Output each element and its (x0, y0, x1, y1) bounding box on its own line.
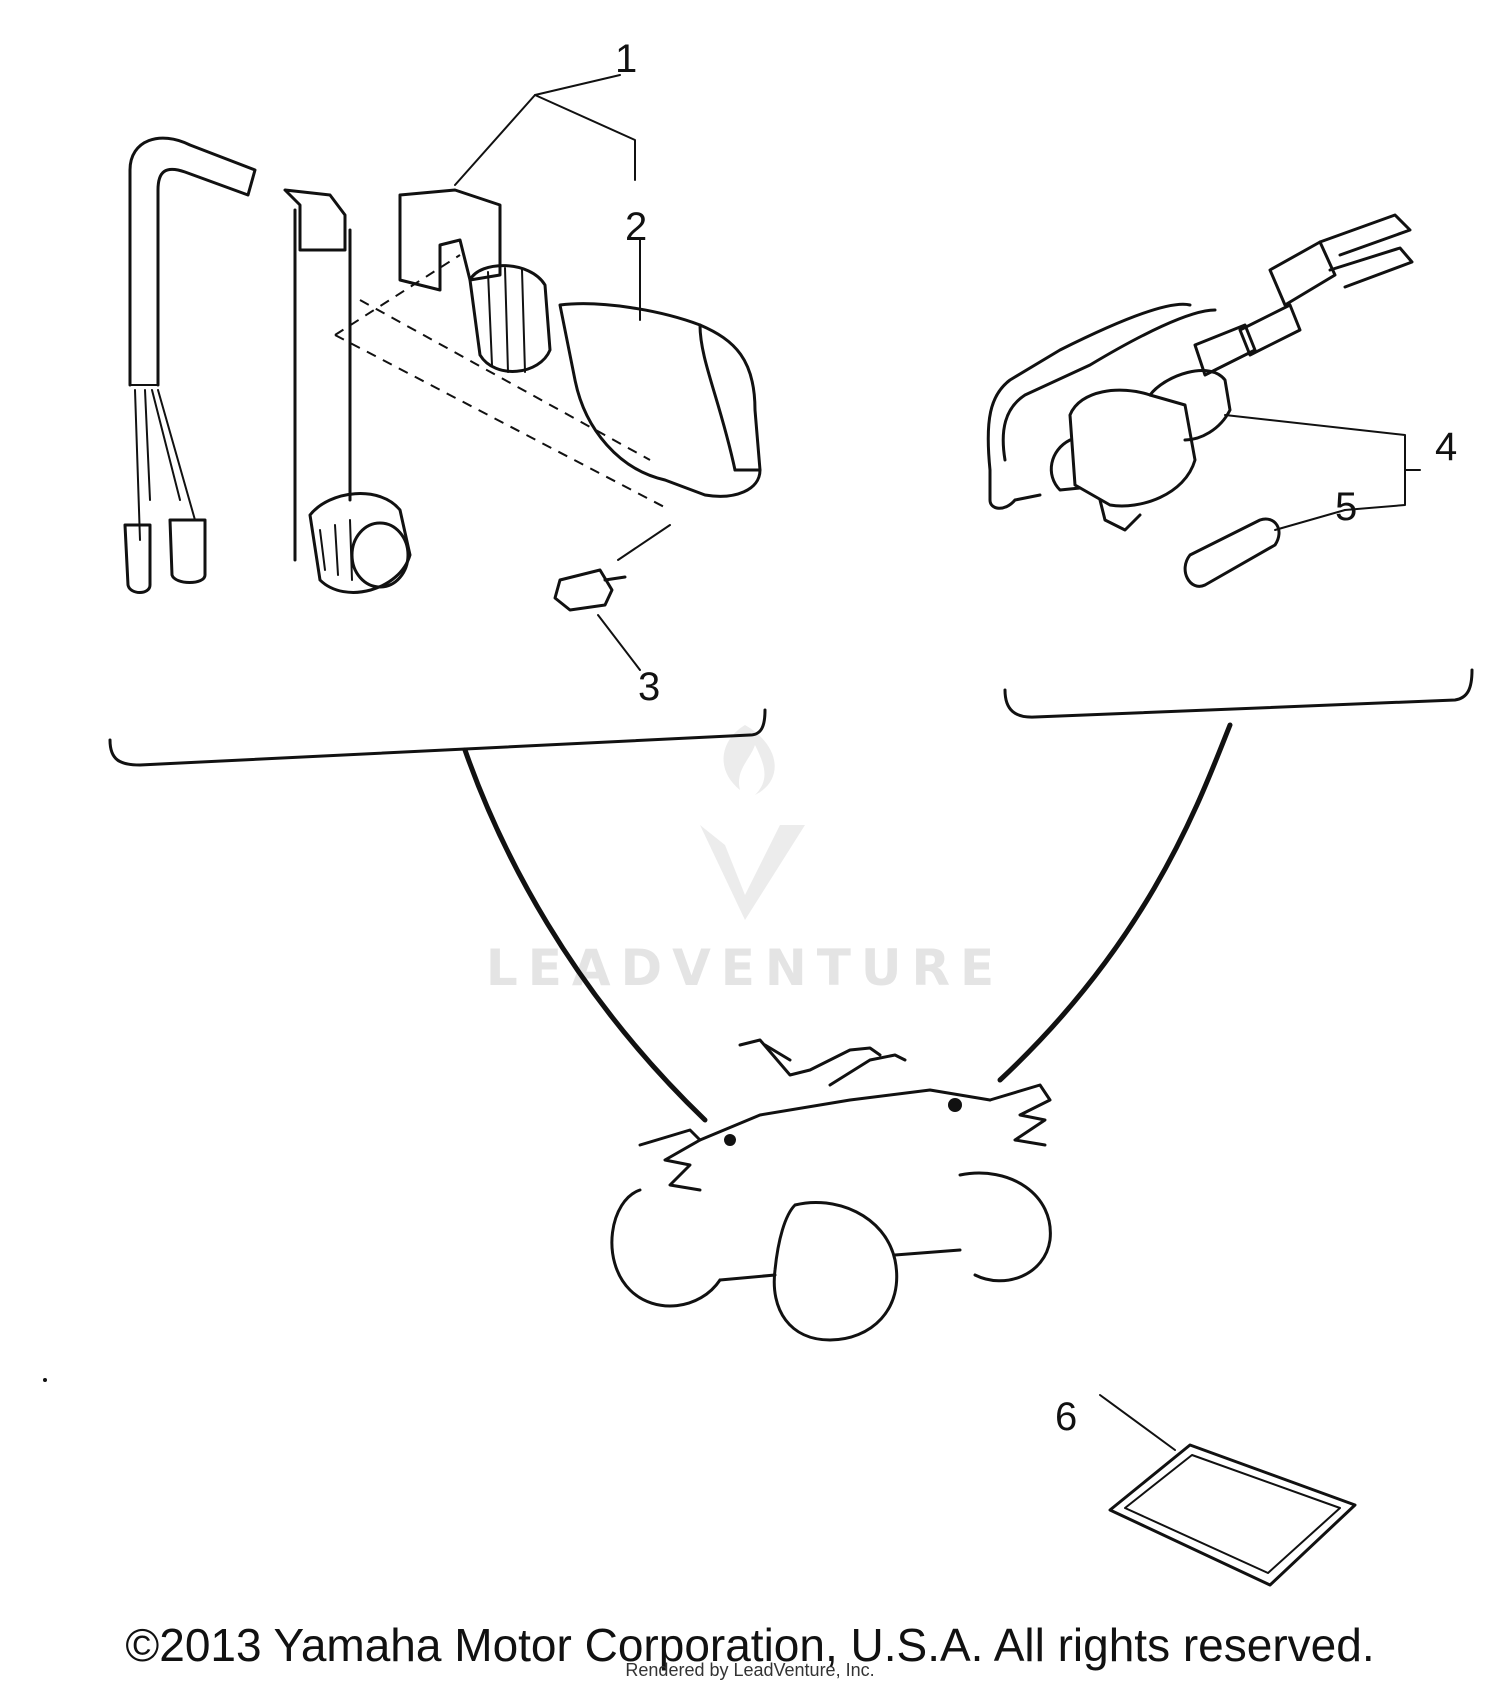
mount-guide (334, 254, 671, 511)
pointer-left (462, 747, 708, 1123)
callout-2: 2 (625, 205, 647, 249)
wire-harness (986, 302, 1192, 510)
starter-cap (308, 492, 412, 594)
rendered-by-note: Rendered by LeadVenture, Inc. (625, 1660, 875, 1680)
starter-relay (1049, 369, 1232, 532)
callout-1: 1 (615, 37, 637, 81)
bolt-part-3 (553, 568, 627, 612)
callout-5: 5 (1335, 485, 1357, 529)
right-parts-group (986, 213, 1474, 719)
copyright-notice: ©2013 Yamaha Motor Corporation, U.S.A. A… (125, 1619, 1375, 1671)
fuse-part-5 (1183, 517, 1281, 588)
wire-connector-right (168, 518, 207, 584)
left-group-bracket (108, 708, 767, 767)
pointer-right (997, 722, 1233, 1083)
cable-hose (128, 136, 257, 387)
leadventure-watermark: LEADVENTURE (486, 725, 1004, 997)
callout-4: 4 (1435, 425, 1457, 469)
callout-6: 6 (1055, 1395, 1077, 1439)
callout-3: 3 (638, 665, 660, 709)
left-parts-group (108, 74, 767, 767)
owners-manual-part-6 (1099, 1394, 1357, 1587)
right-group-bracket (1003, 668, 1474, 719)
wire-connector-left (123, 523, 152, 594)
starter-motor (398, 188, 762, 498)
atv-outline (610, 1038, 1052, 1342)
watermark-text: LEADVENTURE (486, 939, 1004, 997)
bracket (283, 188, 347, 252)
